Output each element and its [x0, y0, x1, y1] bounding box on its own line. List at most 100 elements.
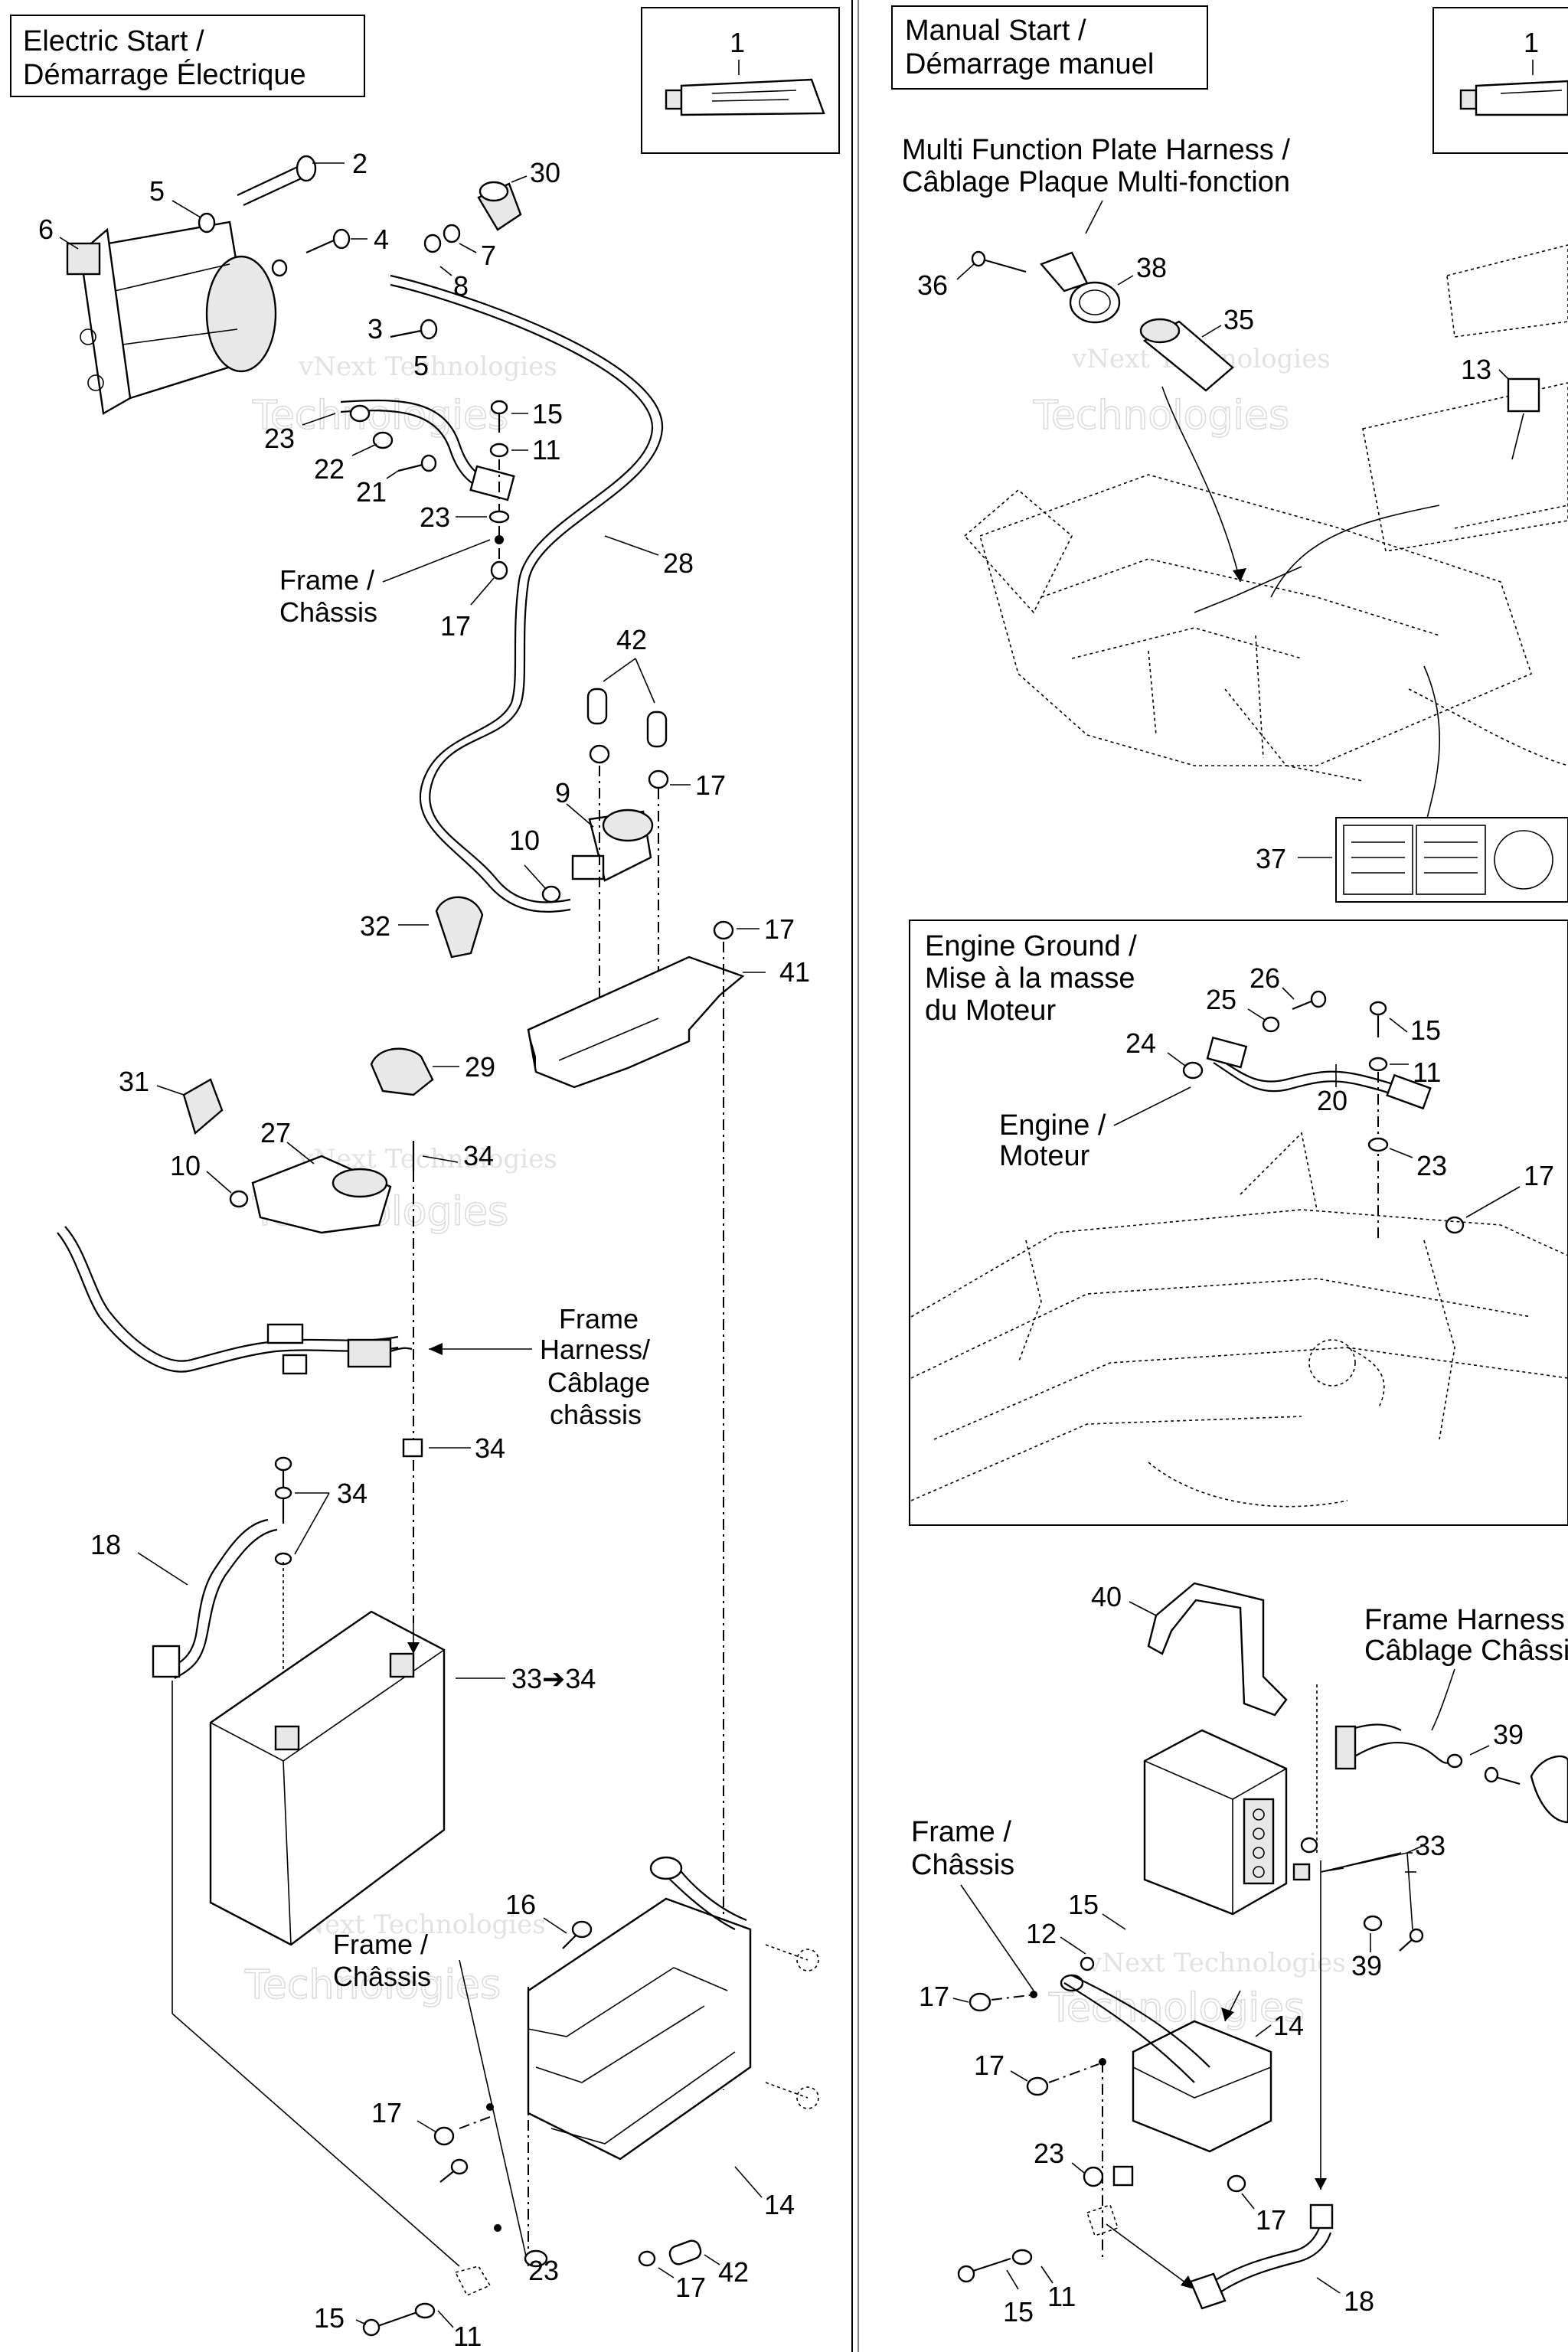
boot-right [1530, 1755, 1568, 1824]
washer-7 [423, 234, 442, 253]
part-number-17i: 17 [1256, 2204, 1286, 2236]
engine-frame-sketch [910, 1132, 1568, 1508]
part-number-18b: 18 [1344, 2285, 1374, 2317]
bolt-2 [237, 155, 317, 206]
part-number-16: 16 [505, 1889, 536, 1920]
part-number-30: 30 [530, 157, 560, 188]
watermark-text: Technologies [1048, 1985, 1305, 2031]
part-number-25: 25 [1206, 984, 1236, 1015]
part-number-1: 1 [730, 27, 745, 58]
part-number-24: 24 [1125, 1027, 1156, 1059]
part-number-11: 11 [532, 434, 560, 466]
part-number-21: 21 [356, 476, 387, 508]
relay-13 [1507, 377, 1540, 413]
part-number-18: 18 [90, 1529, 121, 1560]
part-number-42b: 42 [718, 2256, 749, 2288]
part-number-20: 20 [1317, 1085, 1348, 1116]
electric-start-section: Electric Start / Démarrage Électrique 1 [10, 7, 840, 2352]
washer-5 [198, 212, 216, 234]
part-number-10: 10 [509, 825, 540, 856]
watermark-text: vNext Technologies [298, 351, 557, 382]
part-number-17g: 17 [919, 1981, 949, 2012]
manual-start-title-box [891, 5, 1208, 90]
part-number-17h: 17 [974, 2050, 1004, 2081]
frame-harness-callout: Harness/ [540, 1334, 650, 1365]
manual-start-section: Manual Start / Démarrage manuel 1 Multi … [891, 5, 1568, 903]
part-number-5b: 5 [413, 350, 429, 381]
lubricant-tube-icon [665, 78, 825, 116]
cable-28 [390, 274, 664, 903]
frame-callout: Frame / [333, 1929, 428, 1960]
engine-ground-title: Engine Ground / [925, 930, 1137, 962]
part-number-23e: 23 [1034, 2138, 1064, 2169]
vehicle-frame-sketch [963, 474, 1568, 782]
engine-ground-section: Engine Ground / Mise à la masse du Moteu… [909, 920, 1568, 1526]
battery-cable-18 [168, 1518, 269, 1670]
watermark-text: Technologies [1033, 393, 1289, 439]
boot-31 [182, 1078, 224, 1135]
engine-ground-title-fr: du Moteur [925, 995, 1056, 1027]
engine-callout-fr: Moteur [999, 1140, 1090, 1172]
manual-start-title-fr: Démarrage manuel [905, 48, 1154, 80]
battery-33 [209, 1610, 446, 1946]
part-number-3: 3 [368, 313, 383, 345]
part-number-33-34: 33➔34 [511, 1663, 596, 1694]
boot-32 [435, 896, 484, 959]
electric-start-title-fr: Démarrage Électrique [23, 58, 306, 91]
harness-plug-35 [1139, 318, 1234, 392]
watermark-text: vNext Technologies [1086, 1948, 1346, 1978]
connector-38 [1069, 281, 1121, 324]
part-number-39b: 39 [1351, 1950, 1382, 1981]
bracket-arm [649, 1856, 747, 1930]
part-number-4: 4 [374, 224, 389, 255]
part-number-39: 39 [1493, 1719, 1524, 1750]
caps-42 [586, 688, 668, 748]
part-number-11c: 11 [1413, 1057, 1441, 1088]
part-number-27: 27 [260, 1117, 291, 1148]
frame-harness-cable [57, 1232, 399, 1373]
battery-33-manual [1143, 1729, 1288, 1916]
battery-strap-40 [1147, 1582, 1288, 1717]
frame-callout: Frame / [911, 1816, 1011, 1848]
solenoid-9 [571, 808, 654, 882]
warning-label-37 [1335, 817, 1568, 903]
part-number-28: 28 [663, 547, 694, 579]
part-number-13: 13 [1461, 354, 1491, 385]
frame-harness-callout-right-fr: Câblage Châssis [1364, 1635, 1568, 1667]
part-number-23: 23 [264, 423, 295, 454]
part-number-1b: 1 [1524, 27, 1539, 58]
engine-ground-title-fr: Mise à la masse [925, 962, 1135, 995]
part-number-17c: 17 [764, 913, 795, 945]
electric-start-title: Electric Start / [23, 25, 204, 57]
bolt-4 [305, 228, 351, 254]
frame-callout-fr: Châssis [279, 596, 377, 628]
battery-tray-14-manual [1063, 1975, 1272, 2153]
part-number-15: 15 [532, 398, 563, 430]
nut-7 [443, 224, 461, 243]
part-number-31: 31 [119, 1066, 149, 1097]
electric-start-title-box [10, 15, 365, 97]
ground-cable-18 [1201, 2223, 1322, 2290]
frame-callout-fr: Châssis [333, 1961, 431, 1992]
part-number-7: 7 [481, 240, 496, 271]
part-number-14b: 14 [1273, 2010, 1304, 2041]
starter-motor [66, 220, 277, 415]
svg-text:33: 33 [1415, 1830, 1446, 1861]
part-number-17b: 17 [695, 769, 726, 801]
multi-function-harness-callout: Multi Function Plate Harness / [902, 134, 1290, 166]
part-number-10b: 10 [170, 1150, 201, 1181]
manual-start-title: Manual Start / [905, 15, 1086, 47]
part-number-11d: 11 [1047, 2281, 1076, 2312]
part-number-17d: 17 [371, 2097, 402, 2128]
frame-harness-callout-right: Frame Harness / [1364, 1604, 1568, 1636]
part-number-2: 2 [352, 148, 368, 179]
solenoid-27 [251, 1155, 392, 1234]
part-number-15b: 15 [314, 2302, 345, 2334]
part-number-34: 34 [463, 1140, 494, 1171]
part-number-32: 32 [360, 910, 390, 942]
manual-battery-section: 40 Frame Harness / Câblage Châssis 39 [911, 1581, 1568, 2328]
battery-tray-14 [527, 1897, 752, 2161]
lubricant-tube-box-2 [1432, 7, 1568, 154]
part-number-22: 22 [314, 453, 345, 485]
part-number-40: 40 [1091, 1581, 1122, 1612]
